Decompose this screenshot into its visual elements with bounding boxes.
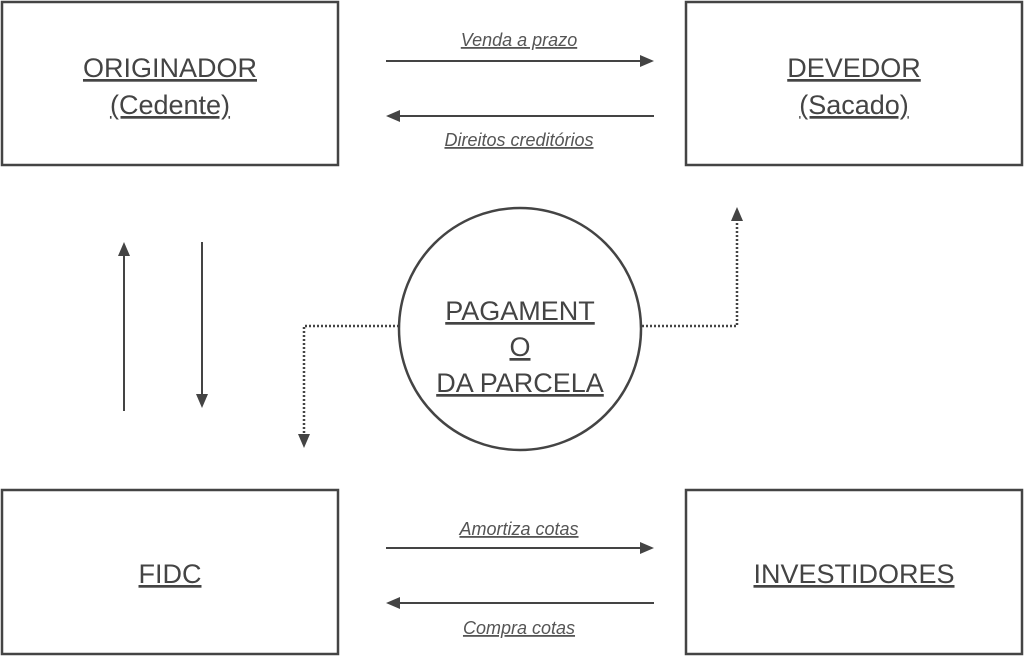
arrow-compra: Compra cotas [386, 597, 654, 638]
originador-box: ORIGINADOR (Cedente) [0, 0, 340, 167]
pagamento-label-3: DA PARCELA [436, 368, 604, 398]
devedor-sublabel: (Sacado) [799, 90, 909, 120]
pagamento-label-2: O [509, 332, 530, 362]
devedor-label: DEVEDOR [787, 53, 921, 83]
arrow-originador-to-fidc [196, 242, 208, 408]
arrow-fidc-to-originador [118, 242, 130, 411]
investidores-label: INVESTIDORES [753, 559, 954, 589]
arrow-amortiza: Amortiza cotas [386, 519, 654, 554]
devedor-box: DEVEDOR (Sacado) [684, 0, 1024, 167]
compra-label: Compra cotas [463, 618, 575, 638]
dotted-arrow-to-fidc [298, 324, 399, 448]
pagamento-circle: PAGAMENT O DA PARCELA [397, 206, 643, 452]
arrow-direitos: Direitos creditórios [386, 110, 654, 150]
arrow-venda: Venda a prazo [386, 30, 654, 67]
originador-sublabel: (Cedente) [110, 90, 230, 120]
venda-label: Venda a prazo [461, 30, 577, 50]
originador-label: ORIGINADOR [83, 53, 257, 83]
dotted-arrow-to-devedor [642, 207, 743, 328]
fidc-box: FIDC [0, 488, 340, 656]
direitos-label: Direitos creditórios [444, 130, 593, 150]
pagamento-label-1: PAGAMENT [445, 296, 595, 326]
fidc-label: FIDC [139, 559, 202, 589]
investidores-box: INVESTIDORES [684, 488, 1024, 656]
amortiza-label: Amortiza cotas [458, 519, 578, 539]
